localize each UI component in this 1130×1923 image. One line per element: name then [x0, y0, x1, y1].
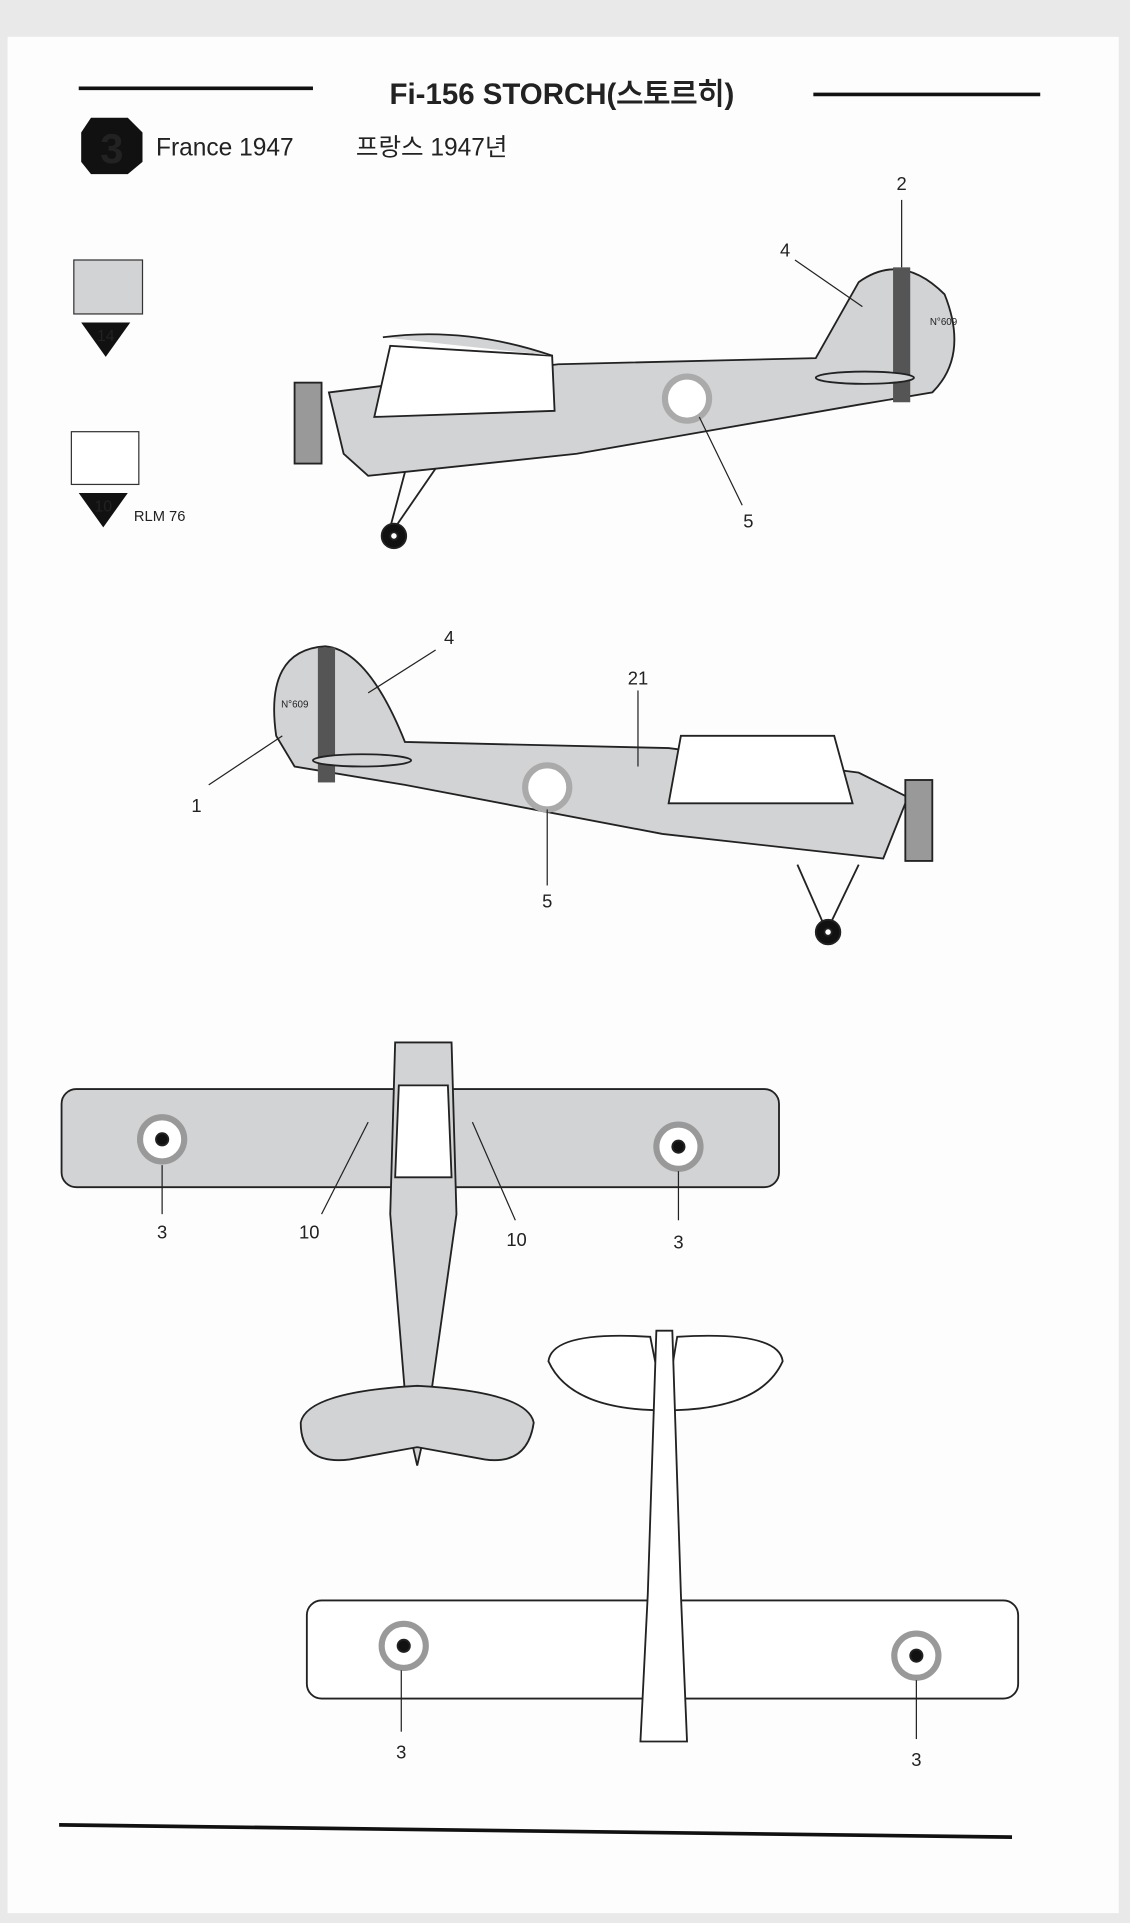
callout-5: 5	[743, 510, 753, 531]
callout-4: 4	[444, 627, 454, 648]
scheme-number: 3	[100, 125, 123, 172]
scheme-label-en: France 1947	[156, 135, 294, 162]
page-title: Fi-156 STORCH(스토르히)	[390, 78, 735, 111]
callout-line	[208, 735, 283, 786]
callout-line	[471, 1121, 516, 1221]
tail-code: N°609	[281, 700, 308, 711]
color-swatch-10	[70, 431, 140, 486]
color-code-10: 10	[94, 498, 112, 515]
callout-10: 10	[299, 1222, 319, 1243]
callout-2: 2	[897, 173, 907, 194]
callout-3: 3	[673, 1231, 683, 1252]
aircraft-top-view	[60, 1041, 780, 1466]
color-name-rlm76: RLM 76	[134, 509, 185, 525]
aircraft-side-view-right-facing	[273, 645, 934, 946]
callout-line	[698, 416, 743, 506]
callout-4: 4	[780, 239, 790, 260]
aircraft-bottom-view	[305, 1329, 1020, 1743]
color-code-marker	[78, 493, 128, 528]
callout-line	[321, 1121, 369, 1215]
callout-3: 3	[911, 1749, 921, 1770]
callout-10: 10	[506, 1229, 526, 1250]
callout-line	[794, 259, 863, 308]
callout-3: 3	[157, 1222, 167, 1243]
aircraft-side-view-left-facing	[293, 267, 956, 550]
color-swatch-14	[73, 259, 144, 315]
callout-5: 5	[542, 891, 552, 912]
color-code-marker	[81, 322, 131, 357]
callout-line	[367, 649, 436, 694]
footer-rule	[59, 1823, 1013, 1839]
tail-code: N°609	[930, 317, 957, 328]
color-code-14: 14	[97, 328, 115, 345]
callout-21: 21	[628, 667, 648, 688]
scheme-label-ko: 프랑스 1947년	[356, 134, 508, 162]
callout-3: 3	[396, 1742, 406, 1763]
callout-1: 1	[191, 795, 201, 816]
scheme-number-badge	[81, 117, 143, 175]
